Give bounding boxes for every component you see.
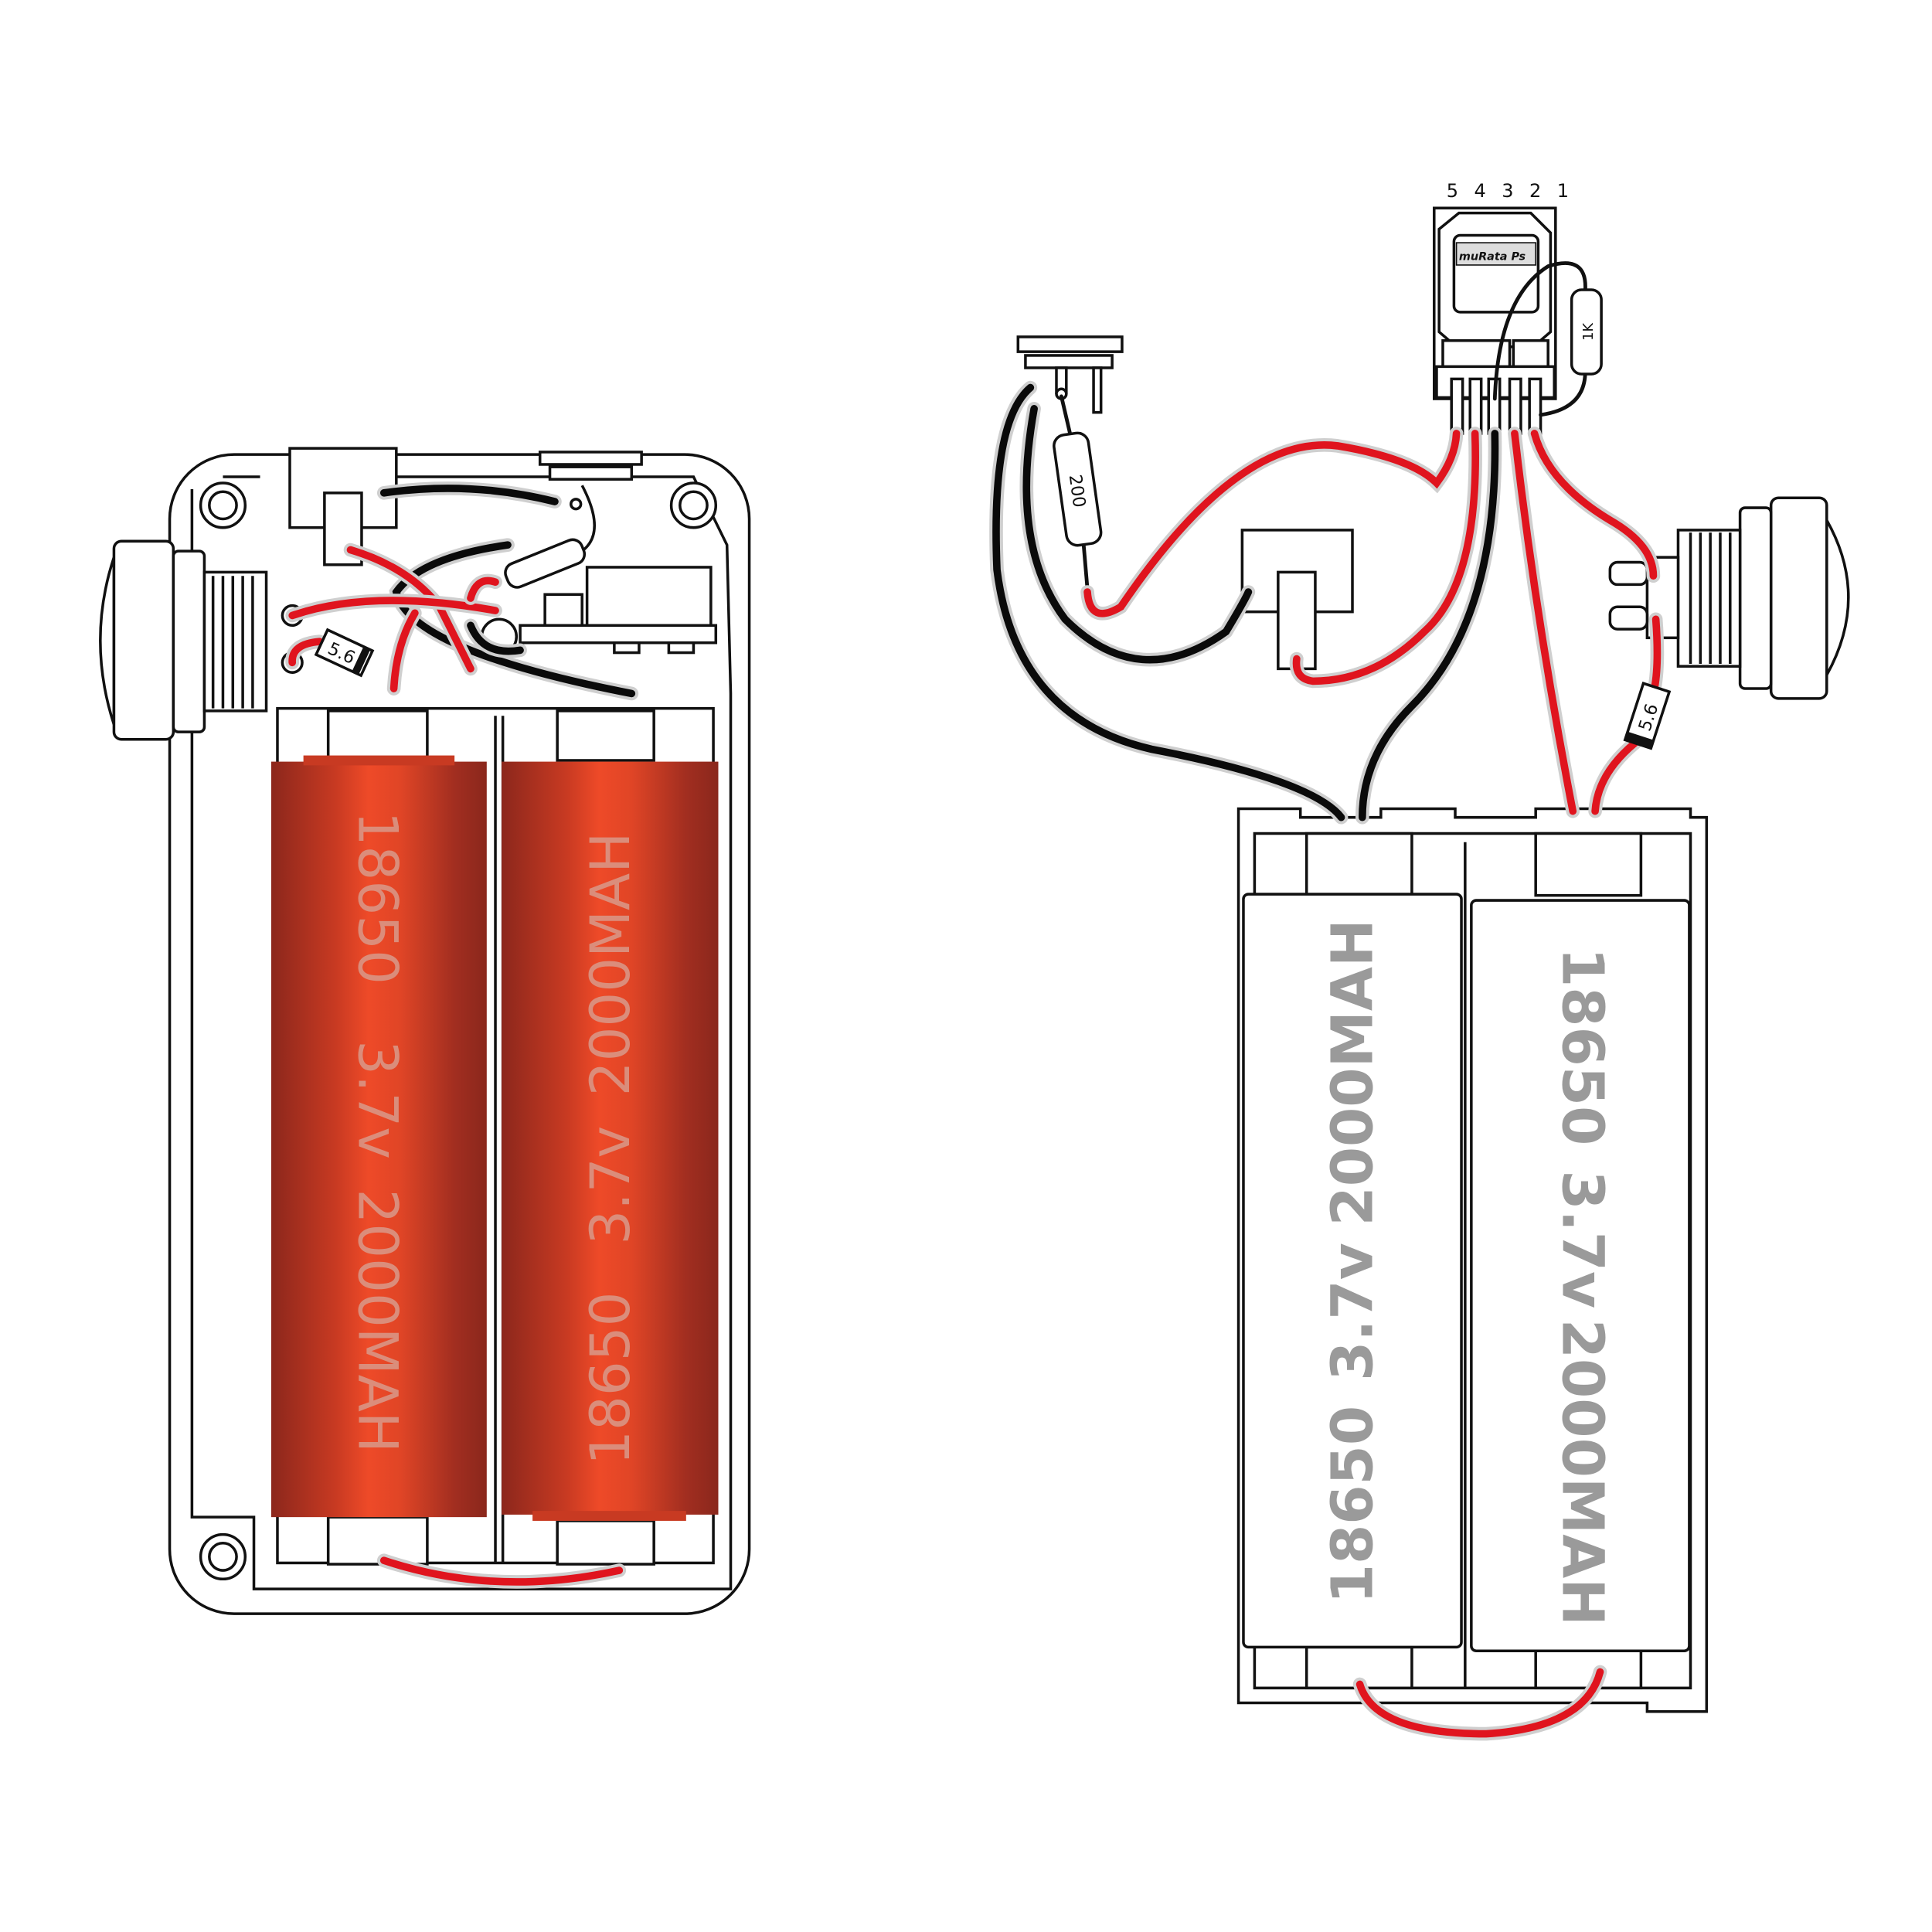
resistor-200: 200 (1053, 431, 1103, 547)
wires-right (989, 380, 1665, 1741)
battery-capacity-label: 2000MAH (346, 1189, 410, 1452)
battery-type-label: 18650 (1321, 1406, 1386, 1604)
screw-holes (199, 481, 718, 1581)
module-pin-labels: 5 4 3 2 1 (1447, 180, 1574, 202)
murata-logo: muRata Ps (1459, 251, 1526, 264)
battery-type-label: 18650 (346, 811, 410, 985)
battery-capacity-label: 2000MAH (1321, 919, 1386, 1226)
resistor-left (504, 538, 587, 589)
battery-type-label: 18650 (579, 1292, 642, 1465)
battery-capacity-label: 2000MAH (579, 832, 642, 1096)
resistor-1k: 1K (1570, 288, 1603, 376)
battery-voltage-label: 3.7v (1549, 1170, 1614, 1308)
potentiometer (1016, 335, 1124, 414)
regulator-board-left (480, 566, 718, 655)
battery-voltage-label: 3.7v (1321, 1243, 1386, 1381)
diode-right: 5.6 (1623, 682, 1672, 750)
switch-jack-left (288, 447, 398, 566)
switch-jack (1240, 529, 1354, 671)
battery-left-2: 18650 3.7v 2000MAH (502, 761, 719, 1521)
battery-right-2: 18650 3.7v 2000MAH (1470, 899, 1691, 1652)
resistor-200-label: 200 (1065, 473, 1090, 509)
battery-type-label: 18650 (1549, 947, 1614, 1145)
battery-voltage-label: 3.7v (579, 1126, 642, 1245)
battery-voltage-label: 3.7v (346, 1040, 410, 1159)
resistor-1k-label: 1K (1581, 323, 1597, 341)
potentiometer-left (538, 451, 643, 511)
fire-button-right (1608, 496, 1850, 700)
battery-capacity-label: 2000MAH (1549, 1319, 1614, 1626)
assembled-enclosure: 18650 3.7v 2000MAH 18650 3.7v 2000MAH (99, 447, 751, 1615)
module-pins (1450, 377, 1543, 435)
battery-left-1: 18650 3.7v 2000MAH (270, 755, 487, 1518)
exploded-view: 5 4 3 2 1 muRata Ps 1K (989, 180, 1850, 1741)
murata-regulator-module: 5 4 3 2 1 muRata Ps (1433, 180, 1574, 435)
battery-right-1: 18650 3.7v 2000MAH (1242, 893, 1463, 1649)
wires-left (285, 481, 639, 1589)
